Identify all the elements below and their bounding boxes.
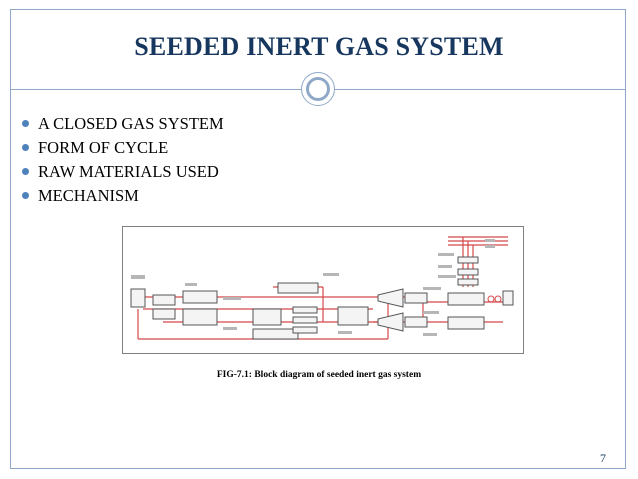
- divider-ring-ornament: [301, 72, 335, 106]
- bullet-item: RAW MATERIALS USED: [22, 160, 224, 184]
- bullet-list: A CLOSED GAS SYSTEM FORM OF CYCLE RAW MA…: [22, 112, 224, 208]
- bullet-item: FORM OF CYCLE: [22, 136, 224, 160]
- figure-caption: FIG-7.1: Block diagram of seeded inert g…: [216, 370, 422, 380]
- bullet-item: MECHANISM: [22, 184, 224, 208]
- bullet-dot-icon: [22, 143, 29, 151]
- bullet-text: RAW MATERIALS USED: [38, 162, 219, 181]
- bullet-text: FORM OF CYCLE: [38, 138, 169, 157]
- divider-ring-inner: [306, 77, 330, 101]
- bullet-dot-icon: [22, 119, 29, 127]
- bullet-dot-icon: [22, 167, 29, 175]
- slide-frame: [10, 9, 626, 469]
- bullet-text: MECHANISM: [38, 186, 139, 205]
- block-diagram-image: [122, 226, 524, 354]
- bullet-dot-icon: [22, 191, 29, 199]
- block-diagram-drawing: [130, 236, 514, 340]
- slide-number: 7: [600, 451, 606, 465]
- bullet-text: A CLOSED GAS SYSTEM: [38, 114, 224, 133]
- bullet-item: A CLOSED GAS SYSTEM: [22, 112, 224, 136]
- slide-title: SEEDED INERT GAS SYSTEM: [134, 32, 504, 61]
